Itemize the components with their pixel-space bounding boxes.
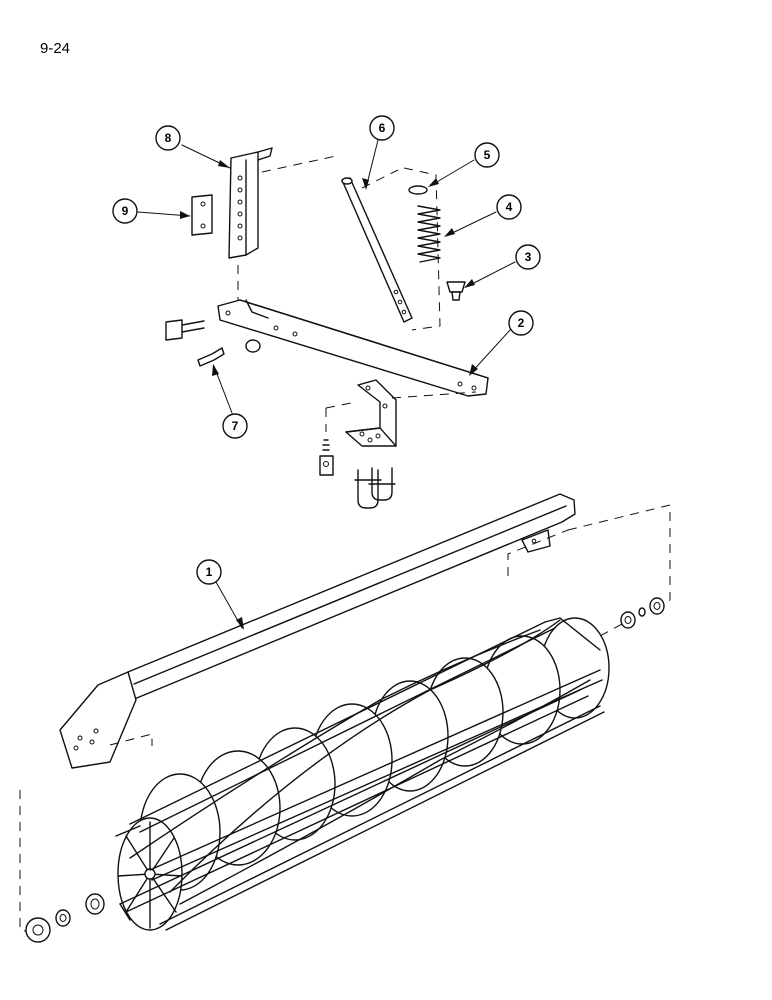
callout-9-label: 9 xyxy=(122,204,129,218)
callout-4: 4 xyxy=(444,194,522,237)
callout-1: 1 xyxy=(196,559,244,630)
callout-2: 2 xyxy=(469,310,534,376)
part-9-plate xyxy=(191,194,213,236)
right-bearings xyxy=(620,597,665,629)
callout-4-label: 4 xyxy=(506,200,513,214)
part-3-retainer xyxy=(446,281,466,301)
left-bearings xyxy=(25,893,105,943)
page-number: 9-24 xyxy=(40,40,71,57)
part-5-washer xyxy=(408,185,428,195)
part-2-long-bar xyxy=(217,299,489,397)
bushing xyxy=(245,339,261,353)
callout-8: 8 xyxy=(155,125,231,169)
callout-5-label: 5 xyxy=(484,148,491,162)
callout-2-label: 2 xyxy=(518,316,525,330)
callout-8-label: 8 xyxy=(165,131,172,145)
part-4-spring xyxy=(417,205,441,263)
callout-6: 6 xyxy=(362,115,395,190)
angle-bracket xyxy=(345,379,397,447)
bolt xyxy=(165,319,205,341)
part-1-arm xyxy=(59,493,576,769)
callout-3-label: 3 xyxy=(525,250,532,264)
callout-6-label: 6 xyxy=(379,121,386,135)
callout-7-label: 7 xyxy=(232,419,239,433)
callout-5: 5 xyxy=(428,142,500,187)
callout-9: 9 xyxy=(112,198,191,224)
part-8-vertical-bracket xyxy=(228,147,273,259)
part-7-pin xyxy=(197,347,225,367)
threaded-bolt xyxy=(319,439,334,476)
callout-3: 3 xyxy=(464,244,541,288)
part-6-rod xyxy=(341,177,413,323)
roller-drum xyxy=(115,617,610,931)
callout-1-label: 1 xyxy=(206,565,213,579)
u-bolts xyxy=(354,467,396,509)
callout-7: 7 xyxy=(212,364,248,439)
